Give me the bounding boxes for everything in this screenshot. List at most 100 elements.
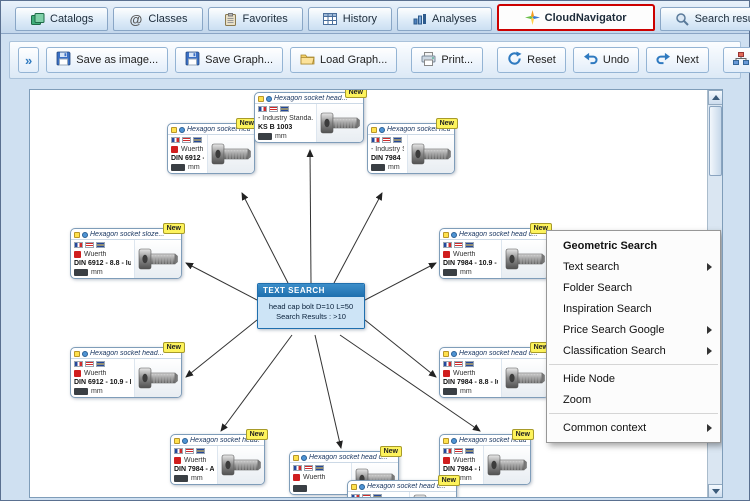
save-graph-button[interactable]: Save Graph... [175,47,284,73]
catalog-chip-icon [293,485,307,492]
part-node[interactable]: New Hexagon socket head... Wuerth DIN 79… [170,429,268,485]
flag-icon [293,465,302,471]
tab-cloudnavigator[interactable]: CloudNavigator [496,4,655,31]
part-number: DIN 7984 - 10.9 - lu... [443,260,498,267]
tab-favorites[interactable]: Favorites [207,7,303,31]
flag-icon [454,448,463,454]
brand-label: Wuerth [453,456,476,464]
tab-catalogs[interactable]: Catalogs [15,7,109,31]
menu-item-price-search-google[interactable]: Price Search Google [547,319,720,340]
tab-analyses[interactable]: Analyses [397,7,492,31]
part-icon [351,483,357,490]
unit-label: mm [460,388,472,395]
next-button[interactable]: Next [646,47,709,73]
brand-label: Wuerth [84,250,107,258]
catalog-icon [379,126,385,133]
wuerth-logo-icon [443,250,450,258]
brand-label: - Industry Standa... [371,145,404,153]
part-node[interactable]: New Hexagon socket head c... Wuerth DIN … [439,342,552,398]
undo-button[interactable]: Undo [572,47,640,73]
context-menu: Geometric Search Text search Folder Sear… [546,230,721,443]
wuerth-logo-icon [443,456,450,464]
catalog-chip-icon [371,164,385,171]
part-node[interactable]: New Hexagon socket head... Wuerth DIN 69… [70,342,185,398]
menu-item-label: Text search [563,260,620,273]
expand-panel-button[interactable]: » [18,47,40,73]
menu-item-hide-node[interactable]: Hide Node [547,368,720,389]
menu-item-text-search[interactable]: Text search [547,256,720,277]
flag-icon [74,242,83,248]
menu-separator [549,413,718,414]
graph-canvas[interactable]: New Hexagon socket head c... Wuerth DIN … [29,89,723,498]
menu-item-common-context[interactable]: Common context [547,417,720,438]
menu-item-inspiration-search[interactable]: Inspiration Search [547,298,720,319]
brand-label: Wuerth [453,250,476,258]
flag-row [74,242,131,248]
flag-icon [96,361,105,367]
unit-label: mm [191,475,203,482]
part-node[interactable]: New Hexagon socket head... - Industry St… [254,90,367,143]
button-label: Undo [602,54,630,66]
flag-row [443,448,480,454]
tab-search-results[interactable]: Search results [659,7,750,31]
catalog-chip-icon [443,269,457,276]
tab-label: Favorites [242,13,288,25]
flag-icon [393,137,402,143]
flag-icon [465,448,474,454]
reset-button[interactable]: Reset [497,47,566,73]
text-search-header: TEXT SEARCH [258,284,364,297]
tab-history[interactable]: History [307,7,393,31]
flag-icon [85,361,94,367]
catalog-chip-icon [171,164,185,171]
flag-icon [174,448,183,454]
part-node[interactable]: New Hexagon socket head c... Wuerth DIN … [439,223,552,279]
part-title: Hexagon socket sloze... [90,231,165,238]
new-badge: New [435,118,458,129]
tab-classes[interactable]: @ Classes [113,7,203,31]
search-query: head cap bolt D=10 L=50 [268,302,354,311]
save-as-image-button[interactable]: Save as image... [46,47,169,73]
part-node[interactable]: New Hexagon socket head c... Wuerth DIN … [167,118,258,174]
wuerth-logo-icon [443,369,450,377]
menu-item-geometric-search[interactable]: Geometric Search [547,235,720,256]
part-node[interactable]: New Hexagon socket head c... Wuerth [347,475,460,497]
text-search-node[interactable]: TEXT SEARCH head cap bolt D=10 L=50 Sear… [257,283,365,329]
button-label: Reset [527,54,556,66]
part-number: DIN 6912 - 8.8 - lu... [74,260,131,267]
part-title: Hexagon socket head c... [459,350,538,357]
print-button[interactable]: Print... [411,47,484,73]
menu-item-folder-search[interactable]: Folder Search [547,277,720,298]
flag-icon [382,137,391,143]
part-node[interactable]: New Hexagon socket head c... - Industry … [367,118,458,174]
part-node[interactable]: New Hexagon socket sloze... Wuerth DIN 6… [70,223,185,279]
part-number: DIN 6912 - 10.9 - lu... [74,379,131,386]
flag-icon [443,448,452,454]
at-icon: @ [129,11,143,27]
clipboard-icon [223,12,238,27]
flag-icon [258,106,267,112]
table-icon [323,12,338,27]
menu-item-label: Classification Search [563,344,666,357]
part-thumbnail [135,240,181,278]
new-badge: New [511,429,534,440]
scrollbar-thumb[interactable] [709,106,722,176]
new-badge: New [529,223,552,234]
part-title: Hexagon socket head... [274,95,348,102]
catalog-icon [182,437,188,444]
open-folder-icon [300,52,315,68]
triangle-down-icon [711,489,720,494]
layout-button[interactable]: Layout [722,47,750,73]
search-results-count: Search Results : >10 [276,312,346,321]
scroll-up-button[interactable] [708,90,722,105]
load-graph-button[interactable]: Load Graph... [290,47,398,73]
part-icon [443,350,449,357]
menu-item-zoom[interactable]: Zoom [547,389,720,410]
flag-icon [185,448,194,454]
part-node[interactable]: New Hexagon socket head c... Wuerth DIN … [439,429,534,485]
menu-item-classification-search[interactable]: Classification Search [547,340,720,361]
part-icon [74,350,80,357]
printer-icon [421,51,436,69]
catalog-icon [301,454,307,461]
scroll-down-button[interactable] [708,484,722,497]
